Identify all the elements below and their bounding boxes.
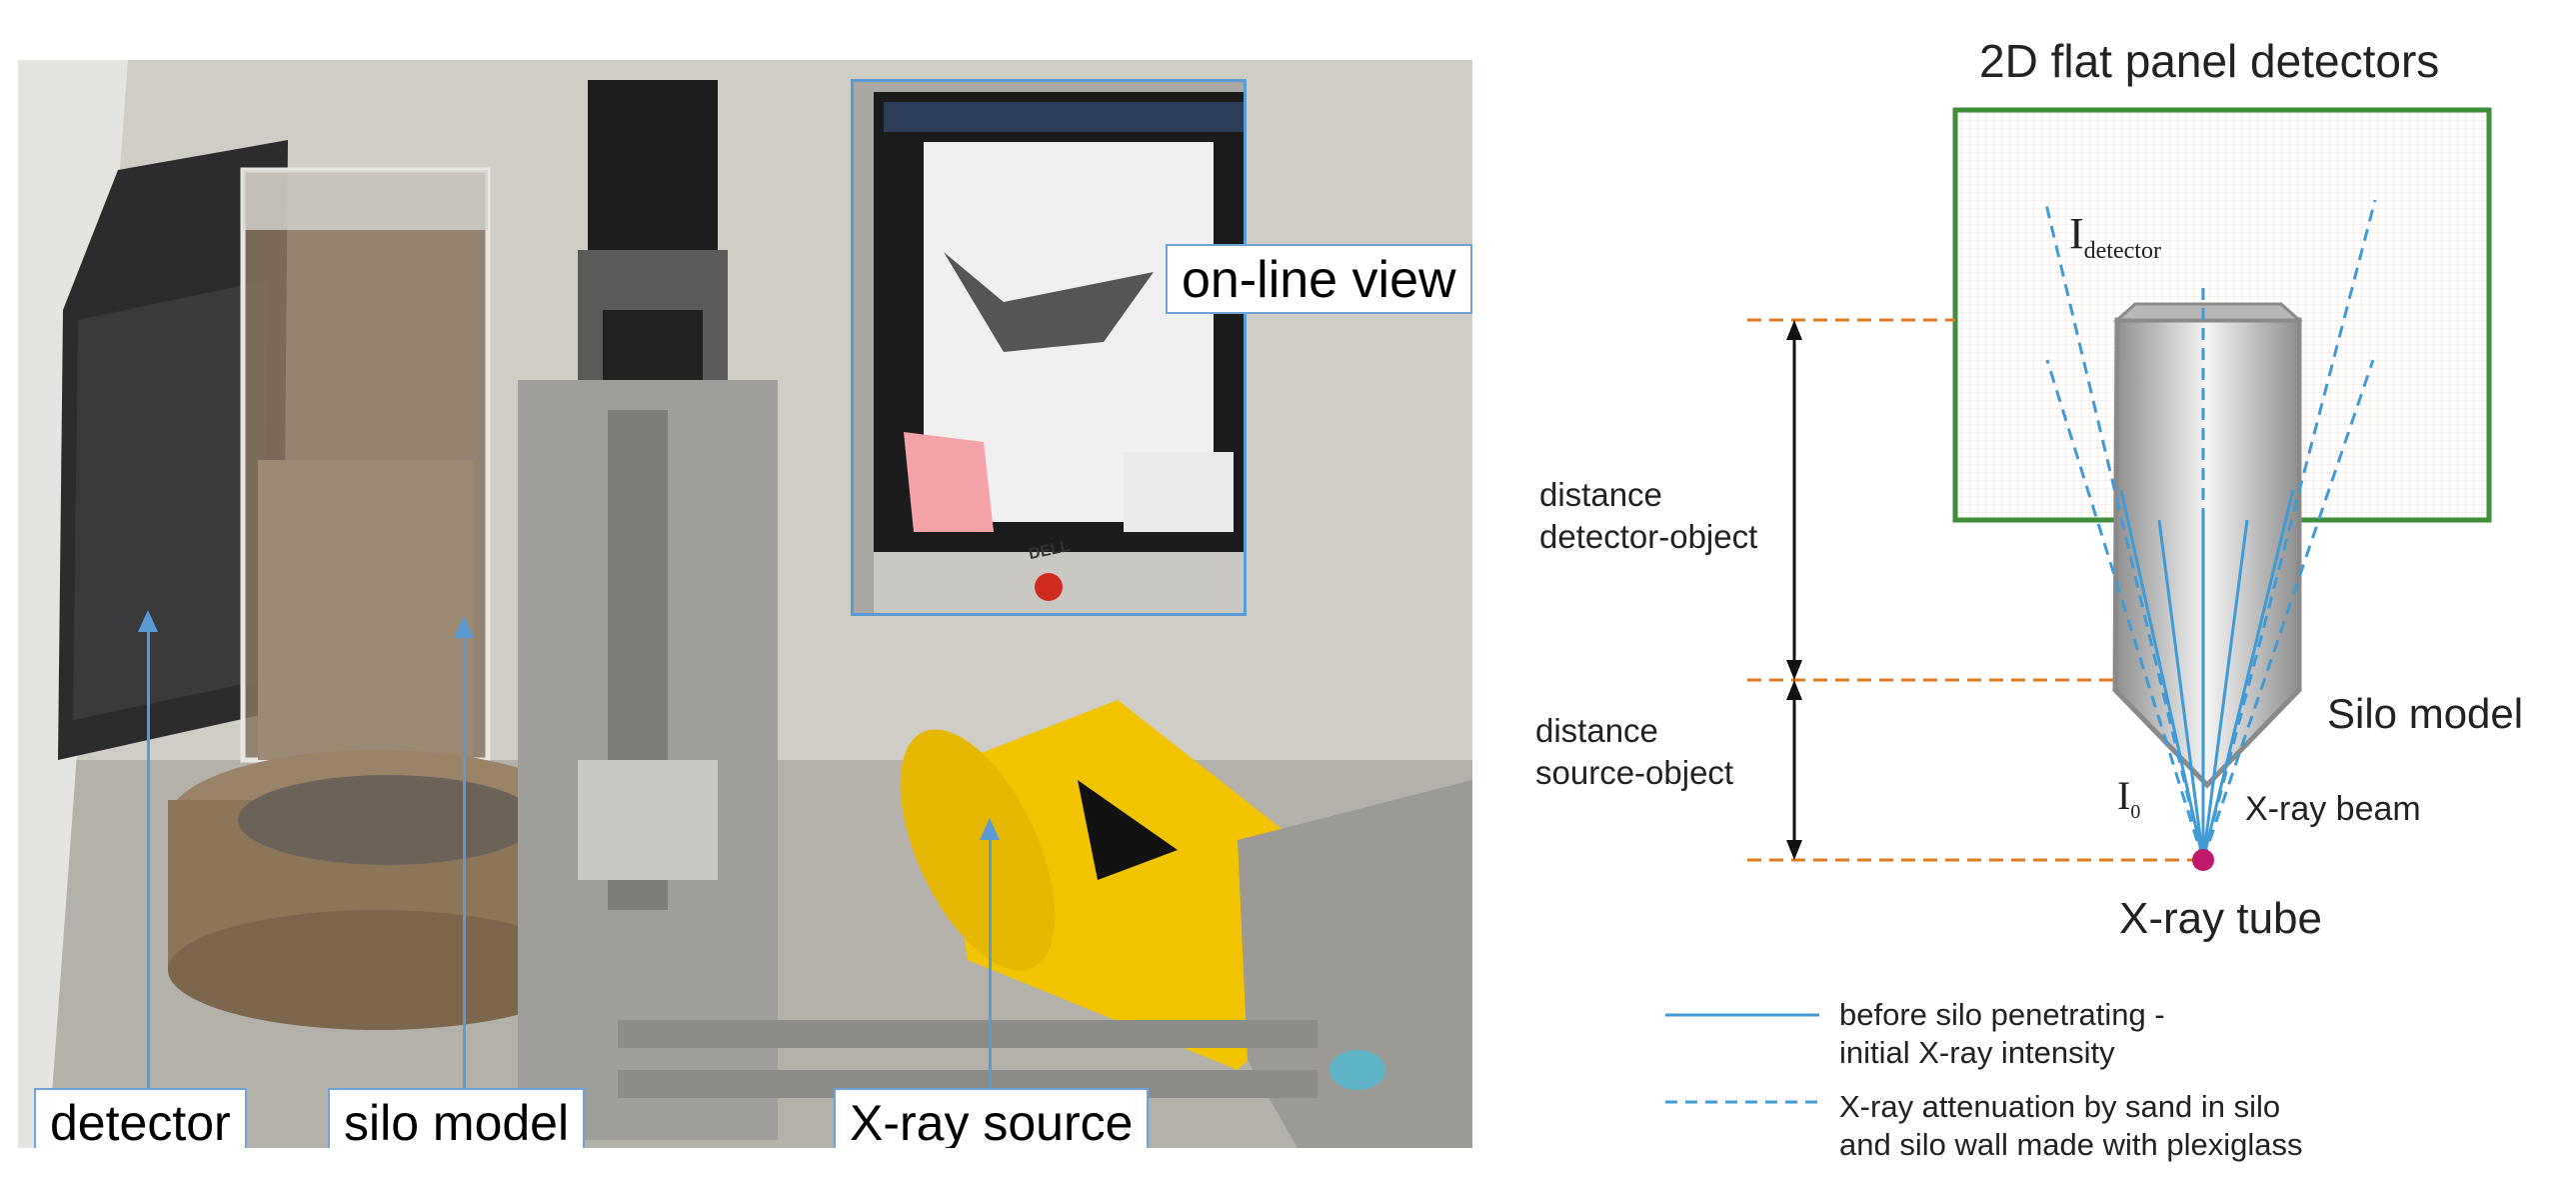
distance-detector-object-label: distance detector-object [1539, 474, 1757, 558]
distance-source-object-label: distance source-object [1535, 710, 1733, 794]
legend-solid-line2: initial X-ray intensity [1839, 1035, 2115, 1070]
distance-detector-object-line1: distance [1539, 476, 1662, 513]
i-detector-subscript: detector [2083, 237, 2161, 264]
legend-solid-text: before silo penetrating - initial X-ray … [1839, 996, 2165, 1072]
xray-setup-diagram: 2D flat panel detectors Idetector distan… [1489, 0, 2576, 1190]
xray-source-pointer-line [989, 830, 992, 1088]
i-zero-label: I0 [2117, 772, 2140, 824]
online-view-inset-photo: DELL [851, 79, 1247, 616]
silo-model-diagram-label: Silo model [2327, 690, 2524, 737]
distance-source-object-line2: source-object [1535, 754, 1734, 791]
detector-label: detector [34, 1088, 247, 1148]
i-zero-subscript: 0 [2130, 801, 2141, 823]
legend-dashed-text: X-ray attenuation by sand in silo and si… [1839, 1088, 2303, 1164]
silo-model-shape [2112, 317, 2302, 789]
silo-model-label: silo model [328, 1088, 586, 1148]
i-detector-label: Idetector [2069, 208, 2161, 265]
setup-photo-illustration [18, 60, 1472, 1148]
xray-tube-label: X-ray tube [2119, 894, 2322, 943]
xray-tube-point [2192, 849, 2214, 871]
xray-source-label: X-ray source [834, 1088, 1150, 1148]
legend-solid-line1: before silo penetrating - [1839, 997, 2165, 1032]
monitor-illustration [854, 82, 1244, 613]
silo-model-pointer-line [463, 628, 466, 1088]
diagram-graphics [1665, 107, 2492, 1104]
distance-source-object-line1: distance [1535, 712, 1658, 749]
xray-source-pointer-arrowhead [980, 818, 1000, 840]
i-detector-symbol: I [2069, 209, 2084, 258]
experimental-setup-photo: DELL on-line view detector silo model X-… [18, 60, 1472, 1148]
detector-pointer-line [147, 620, 150, 1088]
initial-beams [2119, 489, 2295, 861]
legend-dashed-line2: and silo wall made with plexiglass [1839, 1127, 2303, 1162]
detector-pointer-arrowhead [138, 610, 158, 632]
diagram-title: 2D flat panel detectors [1979, 35, 2440, 87]
xray-beam-label: X-ray beam [2245, 790, 2421, 828]
distance-detector-object-line2: detector-object [1539, 518, 1758, 555]
online-view-label: on-line view [1166, 244, 1472, 314]
silo-model-pointer-arrowhead [454, 616, 474, 638]
legend-dashed-line1: X-ray attenuation by sand in silo [1839, 1089, 2281, 1124]
i-zero-symbol: I [2117, 773, 2131, 818]
